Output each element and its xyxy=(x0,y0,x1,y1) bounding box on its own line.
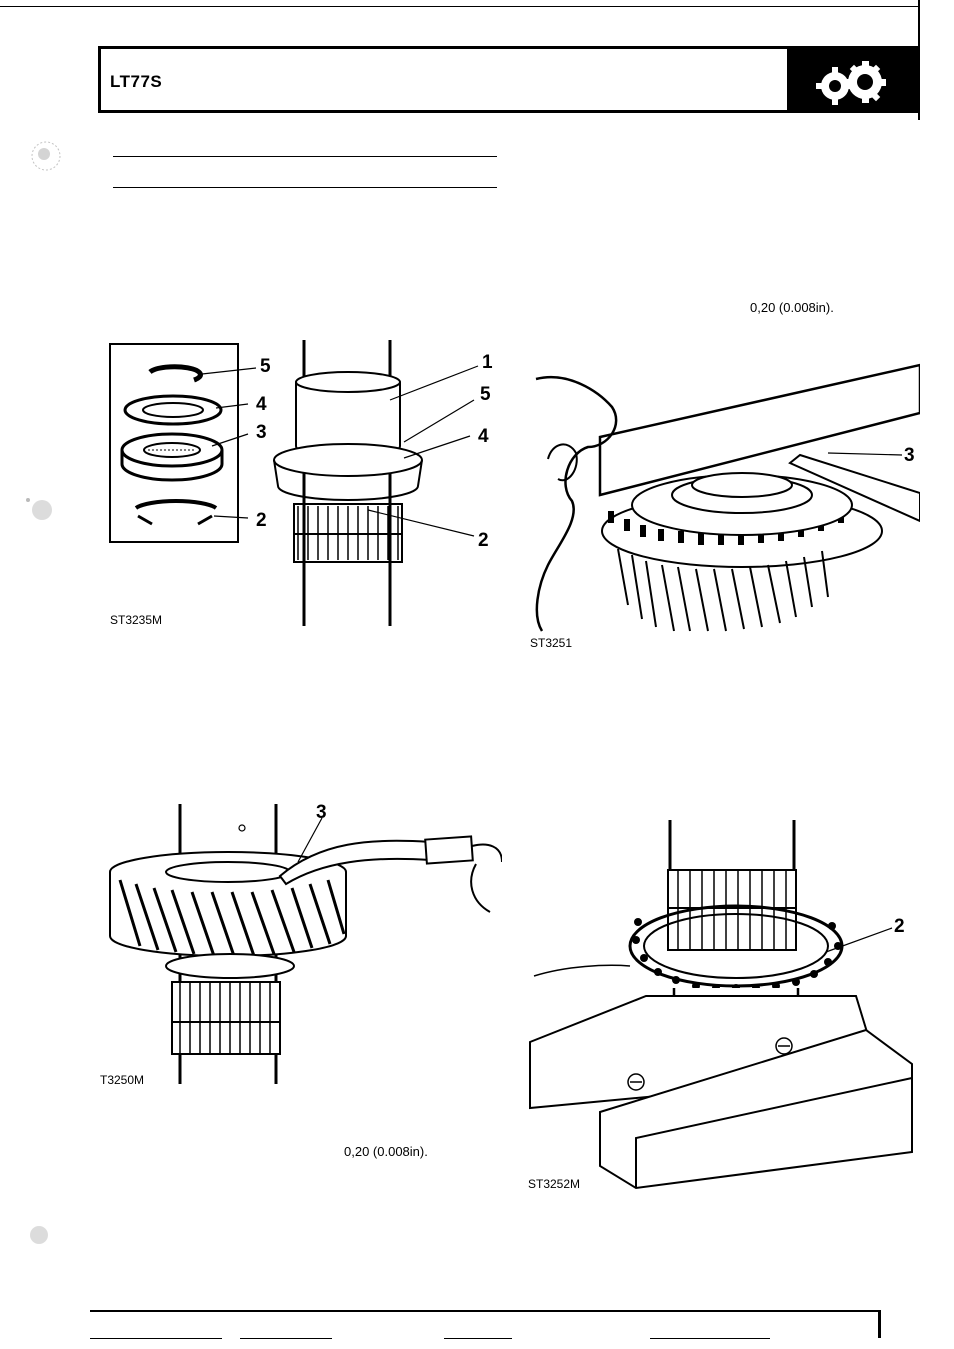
footer-rule-3 xyxy=(444,1338,512,1339)
header-bottom-rule xyxy=(98,110,918,113)
callout-4-inset: 4 xyxy=(256,394,267,415)
measurement-text-top: 0,20 (0.008in). xyxy=(750,300,834,315)
footer-rule-2 xyxy=(240,1338,332,1339)
footer-end-bar xyxy=(878,1310,881,1338)
heading-rule-2 xyxy=(113,187,497,188)
callout-2-inset: 2 xyxy=(256,510,267,531)
measurement-text-bottom: 0,20 (0.008in). xyxy=(344,1144,428,1159)
heading-rule-1 xyxy=(113,156,497,157)
callout-5-inset: 5 xyxy=(260,356,271,377)
figure-code-fig4: ST3252M xyxy=(528,1177,580,1191)
figure-st3250m: 3 ST3250M xyxy=(100,802,502,1087)
header-top-rule xyxy=(98,46,918,49)
section-badge xyxy=(787,48,918,112)
figure-code: ST3235M xyxy=(110,613,162,627)
figure-st3235m: 5 4 3 2 1 5 4 2 ST3235M xyxy=(109,340,493,627)
gears-icon xyxy=(816,61,886,105)
callout-3-fig3: 3 xyxy=(316,802,327,823)
callout-2: 2 xyxy=(478,530,489,551)
top-border-end xyxy=(918,0,920,120)
footer-rule-1 xyxy=(90,1338,222,1339)
figure-st3252m: 2 ST3252M xyxy=(528,820,913,1191)
callout-3-fig2: 3 xyxy=(904,445,915,466)
margin-speck-top xyxy=(31,141,61,171)
callout-5: 5 xyxy=(480,384,491,405)
figure-code-fig2: ST3251 xyxy=(530,636,572,650)
top-border xyxy=(0,6,920,7)
figure-st3251: 3 ST3251 xyxy=(530,363,920,650)
callout-2-fig4: 2 xyxy=(894,916,905,937)
callout-3-inset: 3 xyxy=(256,422,267,443)
callout-1: 1 xyxy=(482,352,493,373)
page-title: LT77S xyxy=(110,72,163,91)
footer-top-rule xyxy=(90,1310,880,1312)
margin-speck-bottom xyxy=(30,1226,48,1244)
margin-speck-middle xyxy=(26,498,52,520)
header-left-rule xyxy=(98,46,101,112)
footer-rule-4 xyxy=(650,1338,770,1339)
callout-4: 4 xyxy=(478,426,489,447)
figure-code-fig3: ST3250M xyxy=(100,1073,144,1087)
